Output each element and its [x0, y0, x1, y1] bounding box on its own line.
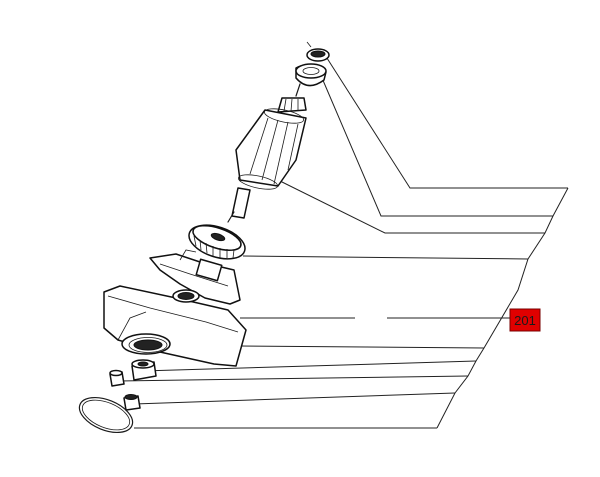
callout-201[interactable]: 201: [509, 308, 541, 332]
gear-housing: [103, 285, 247, 367]
armature: [227, 83, 307, 223]
sleeve: [109, 369, 125, 387]
lower-bearing: [131, 359, 157, 381]
small-nut: [123, 394, 141, 411]
o-ring: [78, 396, 134, 434]
baffle-ring: [149, 249, 241, 305]
top-washer: [306, 41, 330, 62]
fan: [188, 224, 246, 260]
leader-lines: [115, 54, 569, 429]
top-bearing: [295, 63, 327, 87]
callout-box[interactable]: [509, 308, 541, 332]
callout-label: 201: [514, 313, 536, 328]
